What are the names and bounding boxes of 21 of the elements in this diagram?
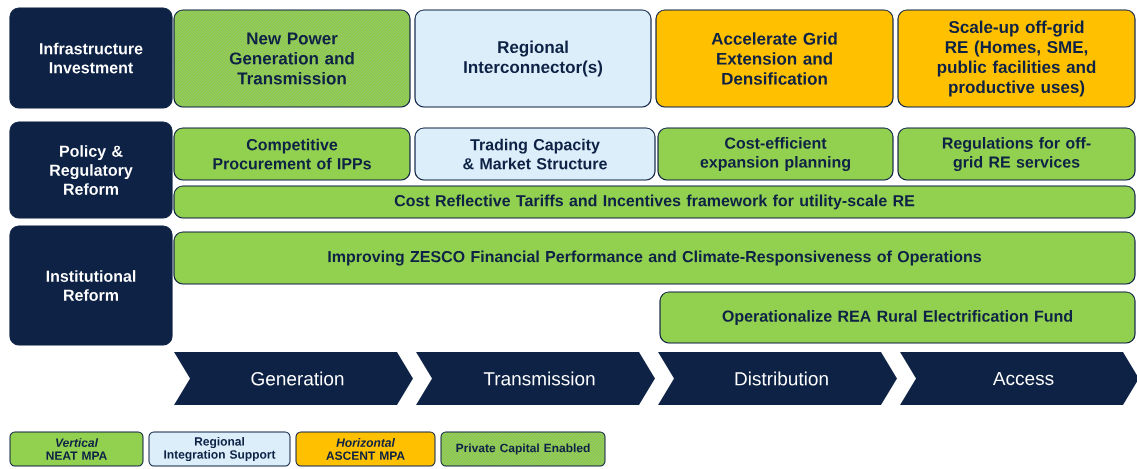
activity-box: Regulations for off-grid RE services: [897, 127, 1136, 181]
activity-box: Scale-up off-grid RE (Homes, SME, public facilities and productive uses): [897, 9, 1136, 108]
activity-box: Cost Reflective Tariffs and Incentives framework for utility-scale RE: [173, 185, 1136, 219]
activity-box: Operationalize REA Rural Electrification Fund: [659, 291, 1136, 344]
row-header: Institutional Reform: [9, 225, 173, 346]
activity-box: New Power Generation and Transmission: [173, 9, 411, 108]
activity-box: Competitive Procurement of IPPs: [173, 127, 411, 181]
row-header: Policy & Regulatory Reform: [9, 121, 173, 219]
legend-item: Vertical NEAT MPA: [9, 431, 144, 467]
legend-item: Regional Integration Support: [148, 431, 291, 467]
activity-box: Accelerate Grid Extension and Densification: [655, 9, 894, 108]
activity-box: Improving ZESCO Financial Performance and Climate-Responsiveness of Operations: [173, 231, 1136, 285]
legend-item: Horizontal ASCENT MPA: [295, 431, 436, 467]
activity-box: Regional Interconnector(s): [414, 9, 652, 108]
activity-box: Cost-efficient expansion planning: [657, 127, 894, 181]
stage-banner: Transmission: [416, 352, 655, 405]
stage-banner: Access: [900, 352, 1137, 405]
activity-box: Trading Capacity & Market Structure: [414, 127, 656, 181]
stage-banner: Generation: [174, 352, 413, 405]
stage-banner: Distribution: [658, 352, 897, 405]
row-header: Infrastructure Investment: [9, 7, 173, 109]
